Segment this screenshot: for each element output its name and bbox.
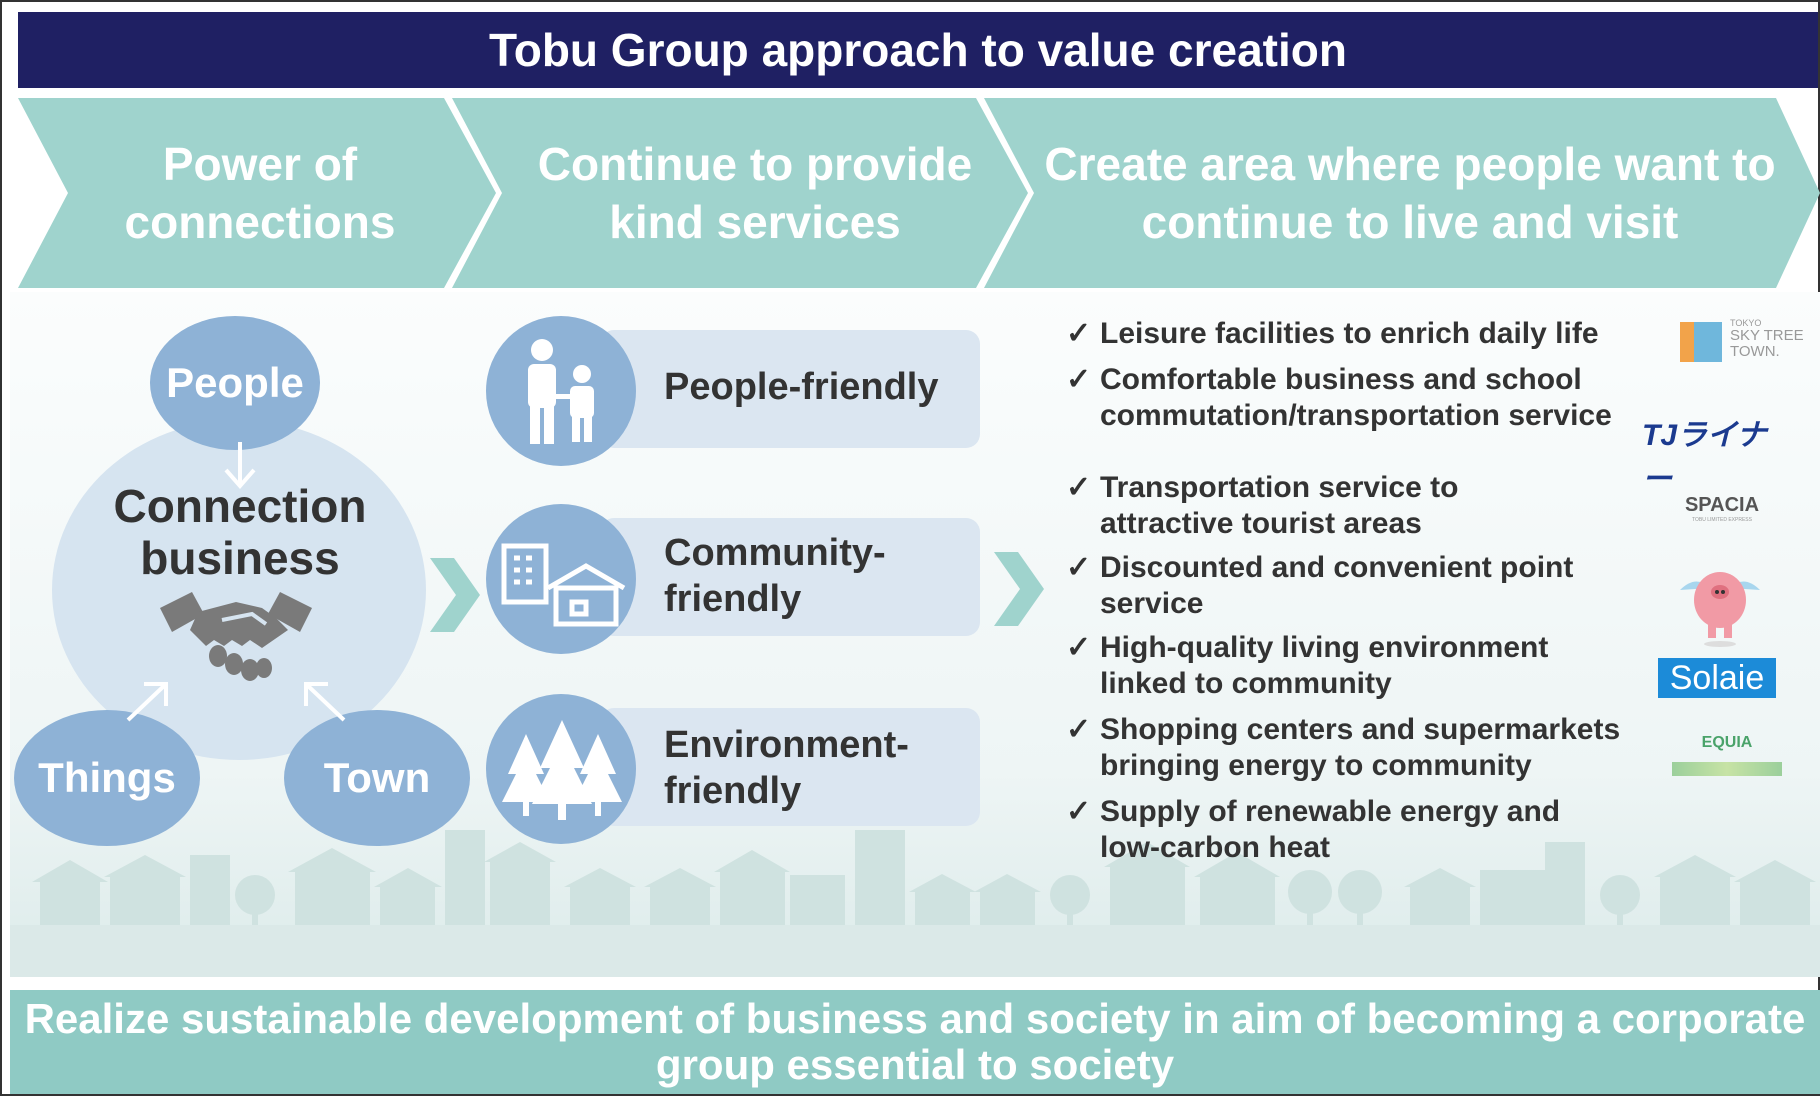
people-node: People xyxy=(150,316,320,450)
community-icon-circle xyxy=(486,504,636,654)
check-icon: ✓ xyxy=(1066,713,1092,746)
footer-statement: Realize sustainable development of busin… xyxy=(10,990,1820,1094)
check-icon: ✓ xyxy=(1066,551,1092,584)
tj-liner-logo: TJライナー xyxy=(1642,419,1767,496)
handshake-icon xyxy=(160,592,312,681)
chevron-shape-2 xyxy=(452,98,1028,288)
town-skyline-illustration xyxy=(32,830,1816,930)
environment-icon-circle xyxy=(486,694,636,844)
ground-strip xyxy=(10,925,1820,977)
buildings-house-icon xyxy=(501,543,626,627)
equia-logo: EQUIA xyxy=(1668,732,1786,782)
chevron-label-3: Create area where people want to continu… xyxy=(1044,138,1776,248)
check-icon: ✓ xyxy=(1066,631,1092,664)
arrow-up-right-icon xyxy=(126,682,168,722)
check-icon: ✓ xyxy=(1066,471,1092,504)
chevron-right-icon xyxy=(994,552,1044,626)
arrow-down-icon xyxy=(224,442,256,490)
town-node: Town xyxy=(284,710,470,846)
chevron-shape-1 xyxy=(18,98,496,288)
check-icon: ✓ xyxy=(1066,795,1092,828)
check-icon: ✓ xyxy=(1066,317,1092,350)
parent-child-icon xyxy=(528,339,594,444)
skytree-town-logo: TOKYO SKY TREE TOWN. xyxy=(1680,318,1810,366)
connection-business-title: Connection business xyxy=(113,480,367,584)
spacia-logo: SPACIA TOBU LIMITED EXPRESS xyxy=(1684,494,1760,523)
community-friendly-card xyxy=(600,518,980,636)
pig-mascot-icon xyxy=(1680,572,1760,647)
solaie-logo: Solaie xyxy=(1658,658,1776,698)
chevron-label-1: Power of connections xyxy=(124,138,396,248)
environment-friendly-card xyxy=(600,708,980,826)
people-friendly-card xyxy=(600,330,980,448)
people-icon-circle xyxy=(486,316,636,466)
things-node: Things xyxy=(14,710,200,846)
chevron-banner xyxy=(18,98,1820,288)
chevron-right-icon xyxy=(430,558,480,632)
check-icon: ✓ xyxy=(1066,363,1092,396)
chevron-label-2: Continue to provide kind services xyxy=(537,138,973,248)
environment-friendly-label: Environment-friendly xyxy=(664,724,909,812)
people-friendly-label: People-friendly xyxy=(664,366,939,408)
arrow-up-left-icon xyxy=(304,682,346,722)
trees-icon xyxy=(502,720,622,820)
chevron-shape-3 xyxy=(984,98,1820,288)
page-title: Tobu Group approach to value creation xyxy=(18,12,1818,88)
community-friendly-label: Community-friendly xyxy=(664,532,886,620)
